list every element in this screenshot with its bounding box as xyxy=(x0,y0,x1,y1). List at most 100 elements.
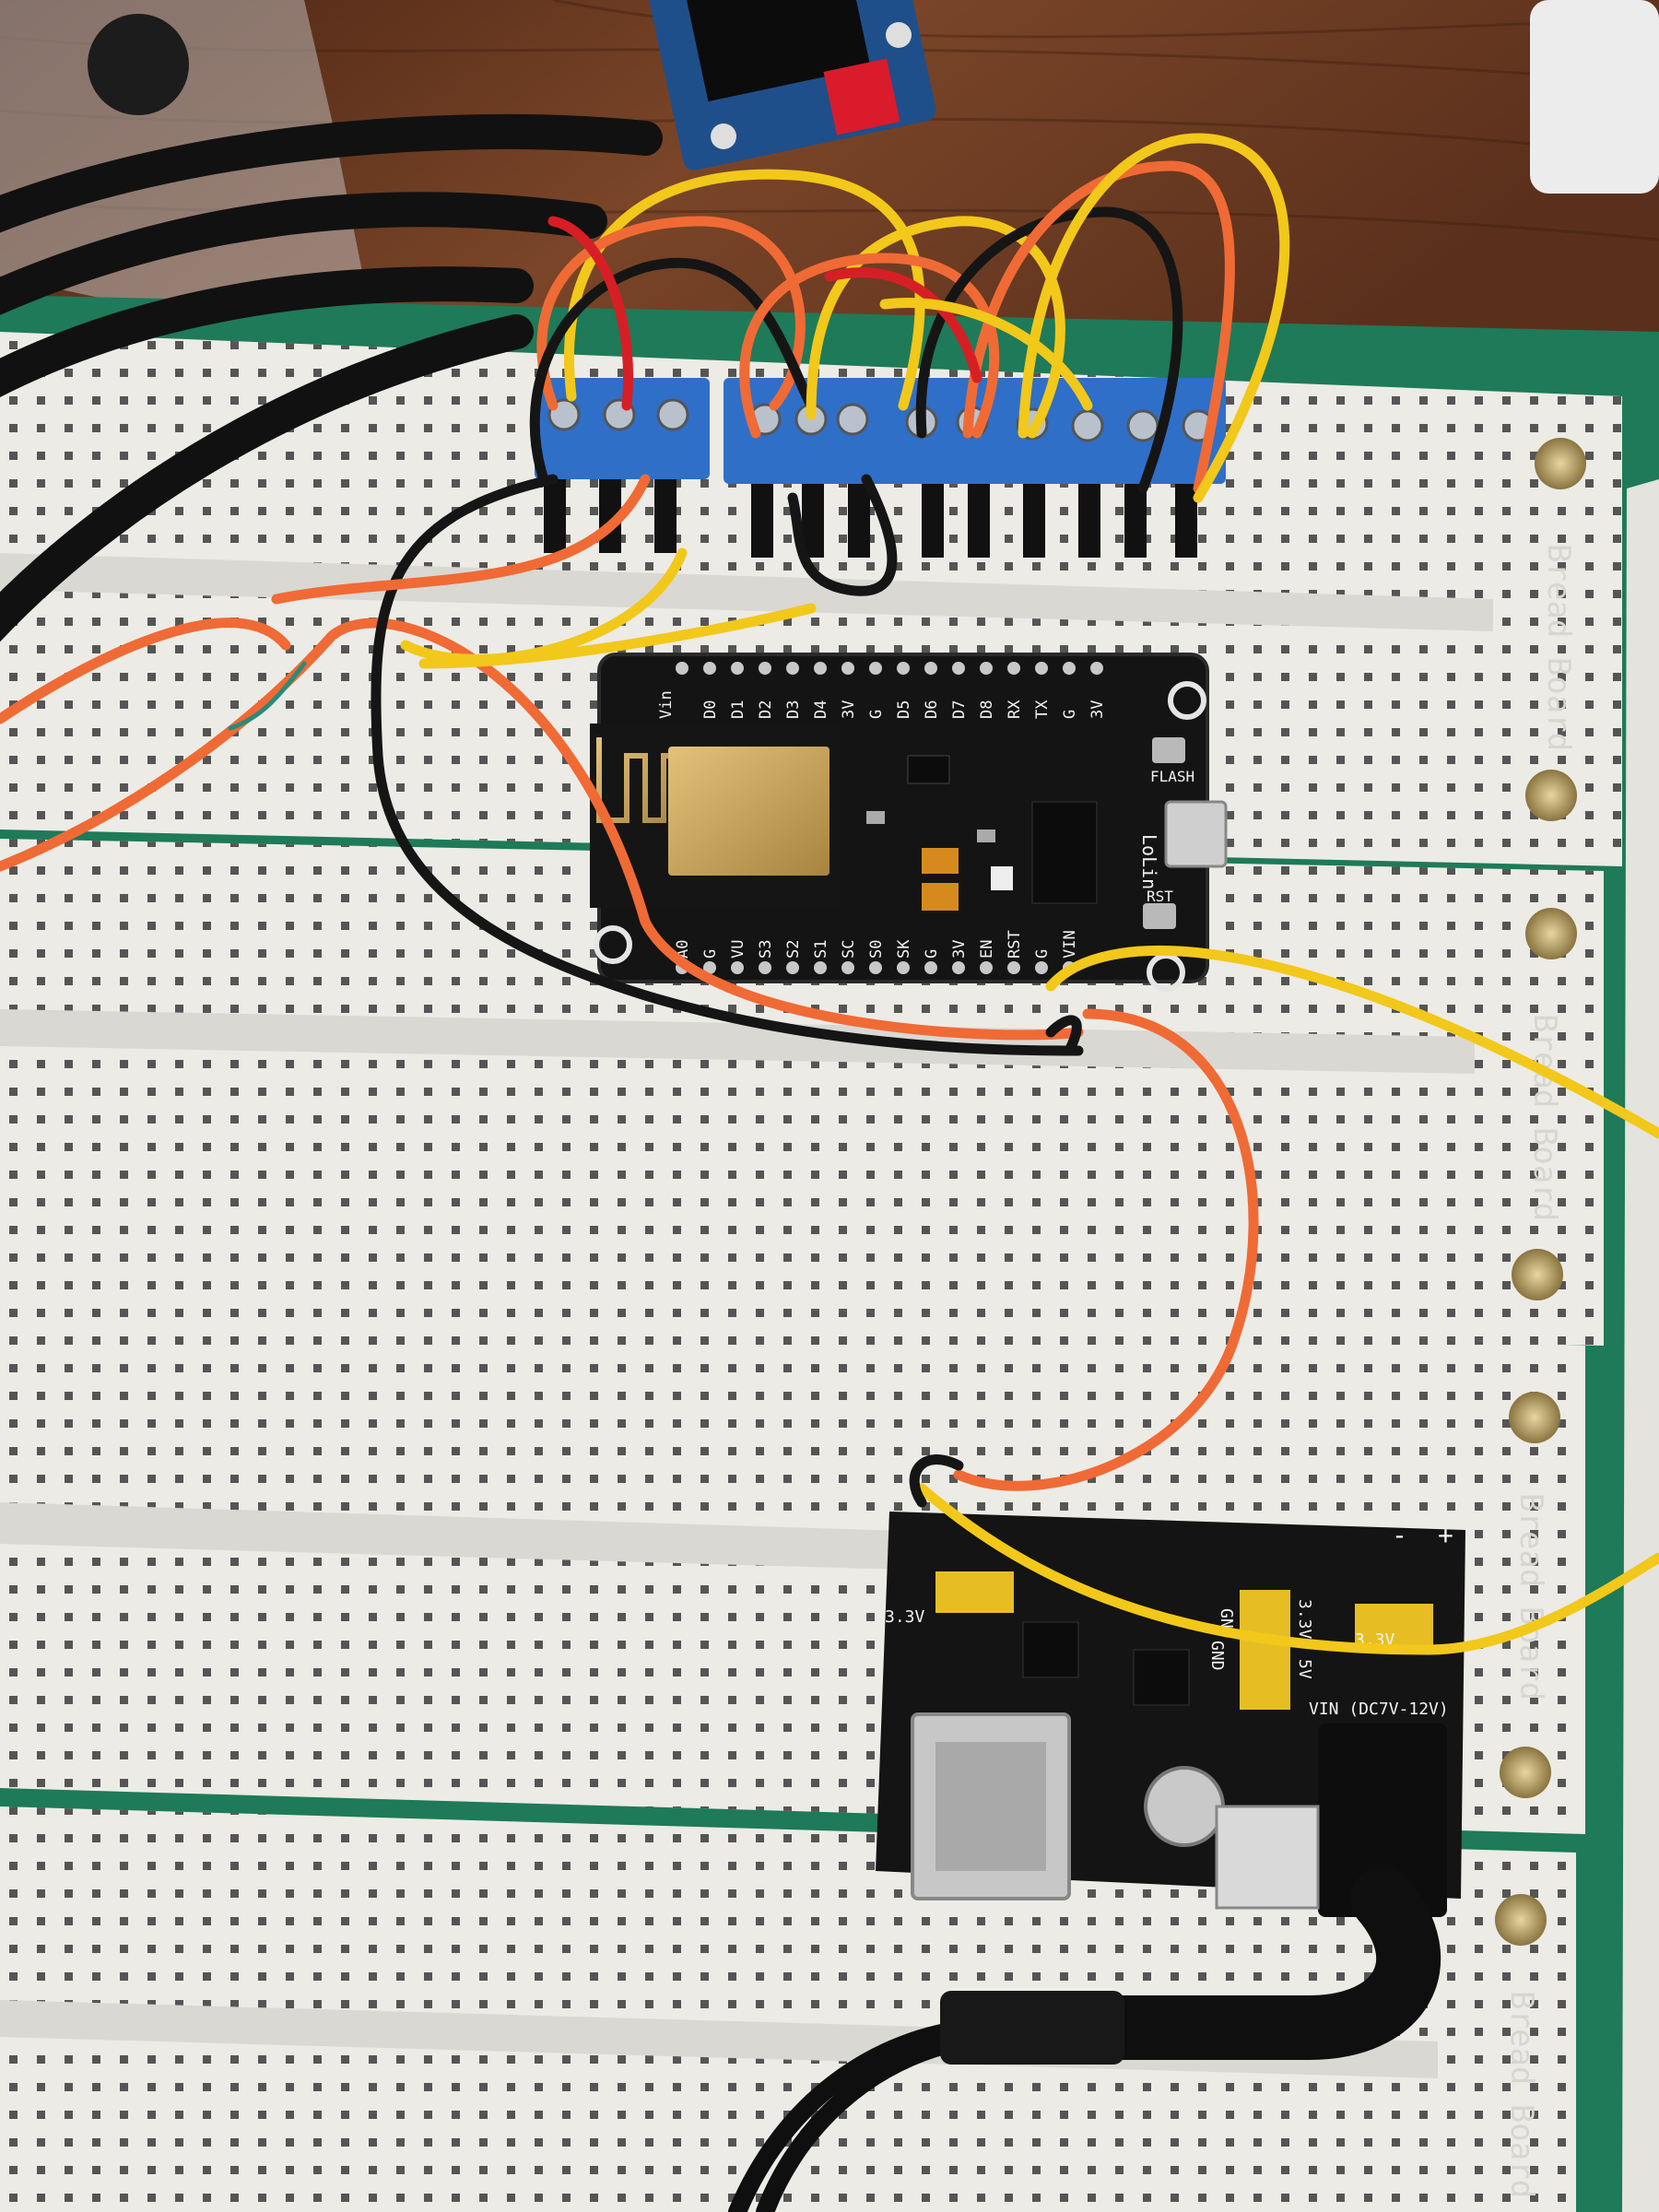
breadboard-brand-labels: Bread Board Bread Board Bread Board Brea… xyxy=(1503,544,1577,2198)
pin-label: G xyxy=(1033,949,1052,959)
smd-components xyxy=(866,755,1098,911)
regulator-chip xyxy=(1133,1649,1190,1706)
pin-label: D3 xyxy=(784,700,803,719)
pin-label: Vin xyxy=(657,690,676,719)
bottom-pin-header xyxy=(676,961,1076,974)
foam-block xyxy=(1530,0,1659,194)
wire-orange xyxy=(536,216,806,411)
pin-label: SK xyxy=(895,939,913,959)
wire-black xyxy=(529,257,817,485)
pin-label: G xyxy=(701,949,720,959)
pin-label: 3V xyxy=(950,940,969,959)
top-pin-header xyxy=(676,662,1103,675)
bag-dark-spot xyxy=(88,14,189,115)
mounting-hole xyxy=(594,925,632,964)
mounting-screws xyxy=(1495,438,1586,1946)
flash-label: FLASH xyxy=(1150,768,1194,785)
label-gnd-mid: GND xyxy=(1207,1641,1227,1671)
jumper-wires-middle xyxy=(0,474,1659,1491)
mounting-hole xyxy=(1147,953,1185,992)
screw xyxy=(1535,438,1586,489)
pin-label: VIN xyxy=(1061,930,1079,959)
screw-terminal-blocks xyxy=(535,378,1226,558)
pin-label: RX xyxy=(1006,700,1024,719)
regulator-chip xyxy=(1022,1621,1079,1678)
screw xyxy=(1512,1249,1563,1300)
pin-label: D8 xyxy=(978,700,996,719)
pin-label: D1 xyxy=(729,700,747,719)
pin-label: D5 xyxy=(895,700,913,719)
jumper-cap xyxy=(1355,1604,1433,1645)
dc-power-cable xyxy=(728,1866,1441,2212)
wire-green-lead xyxy=(228,661,307,731)
jumper-wires-top xyxy=(529,133,1290,596)
pin-label: S2 xyxy=(784,940,803,959)
breadboard-2-channel xyxy=(0,1009,1475,1074)
wire-black xyxy=(1045,1015,1082,1056)
wire-red xyxy=(547,216,633,411)
pin-label: D6 xyxy=(923,700,941,719)
pin-label: D0 xyxy=(701,700,720,719)
wire-black xyxy=(371,474,1084,1056)
breadboard-4-holes xyxy=(0,1806,1576,2212)
pin-label: D2 xyxy=(757,700,775,719)
brand-label-4: Bread Board xyxy=(1503,1991,1540,2198)
wire-red xyxy=(824,267,982,383)
nodemcu-board: Vin D0 D1 D2 D3 D4 3V G D5 D6 D7 D8 RX T… xyxy=(590,653,1228,992)
pin-label: RST xyxy=(1006,930,1024,959)
label-3-3v-mid: 3.3V xyxy=(1295,1599,1314,1640)
pin-label: G xyxy=(923,949,941,959)
wire-orange xyxy=(953,1008,1259,1491)
capacitor xyxy=(1144,1766,1225,1847)
screw xyxy=(1500,1747,1551,1798)
brand-label-2: Bread Board xyxy=(1526,1014,1563,1221)
rst-button xyxy=(1143,903,1176,929)
wire-orange xyxy=(0,618,1084,1041)
flash-button xyxy=(1152,737,1185,763)
wire-yellow xyxy=(879,298,1093,411)
brand-label-1: Bread Board xyxy=(1540,544,1577,751)
micro-usb-port xyxy=(1164,800,1228,868)
barrel-jack xyxy=(1318,1724,1447,1917)
breadboard-1-channel xyxy=(0,553,1493,631)
breadboard-right-edge xyxy=(1622,479,1659,2212)
wire-orange xyxy=(271,474,651,605)
pin-label: D4 xyxy=(812,700,830,719)
pin-label: D7 xyxy=(950,700,969,719)
wire-yellow xyxy=(418,603,817,669)
label-vin: VIN (DC7V-12V) xyxy=(1309,1700,1449,1719)
label-3-3v-left: 3.3V xyxy=(885,1607,925,1627)
screw xyxy=(1525,908,1577,959)
bottom-pin-labels: A0 G VU S3 S2 S1 SC S0 SK G 3V EN RST G … xyxy=(674,930,1079,959)
wire-yellow xyxy=(1045,946,1659,1139)
pin-label: TX xyxy=(1033,700,1052,719)
pin-label: VU xyxy=(729,940,747,959)
screw xyxy=(1525,770,1577,821)
pin-label: SC xyxy=(840,940,858,959)
pin-label: 3V xyxy=(840,700,858,719)
power-switch xyxy=(1215,1805,1320,1910)
pin-label: 3V xyxy=(1088,700,1107,719)
oled-display-module xyxy=(649,0,936,171)
wire-yellow xyxy=(400,547,688,665)
label-plus: + xyxy=(1438,1520,1453,1550)
pin-label: S0 xyxy=(867,940,886,959)
black-cables xyxy=(0,113,663,642)
jumper-cap xyxy=(935,1571,1014,1613)
rst-label: RST xyxy=(1147,888,1173,905)
wire-orange xyxy=(739,253,1000,439)
wire-yellow xyxy=(916,1483,1659,1655)
wire-orange xyxy=(962,160,1235,494)
wire-black xyxy=(915,206,1183,494)
power-supply-module: 3.3V GND GND 3.3V 5V 3.3V VIN (DC7V-12V)… xyxy=(876,1512,1465,1917)
pin-label: G xyxy=(867,710,886,719)
wire-black xyxy=(909,1454,964,1508)
brand-label-3: Bread Board xyxy=(1512,1493,1549,1700)
wire-yellow xyxy=(1018,133,1290,503)
top-pin-labels: Vin D0 D1 D2 D3 D4 3V G D5 D6 D7 D8 RX T… xyxy=(657,690,1107,719)
wire-black xyxy=(787,474,898,596)
jumper-cap xyxy=(1240,1590,1290,1710)
label-5v: 5V xyxy=(1295,1659,1314,1679)
screw xyxy=(1495,1894,1547,1946)
